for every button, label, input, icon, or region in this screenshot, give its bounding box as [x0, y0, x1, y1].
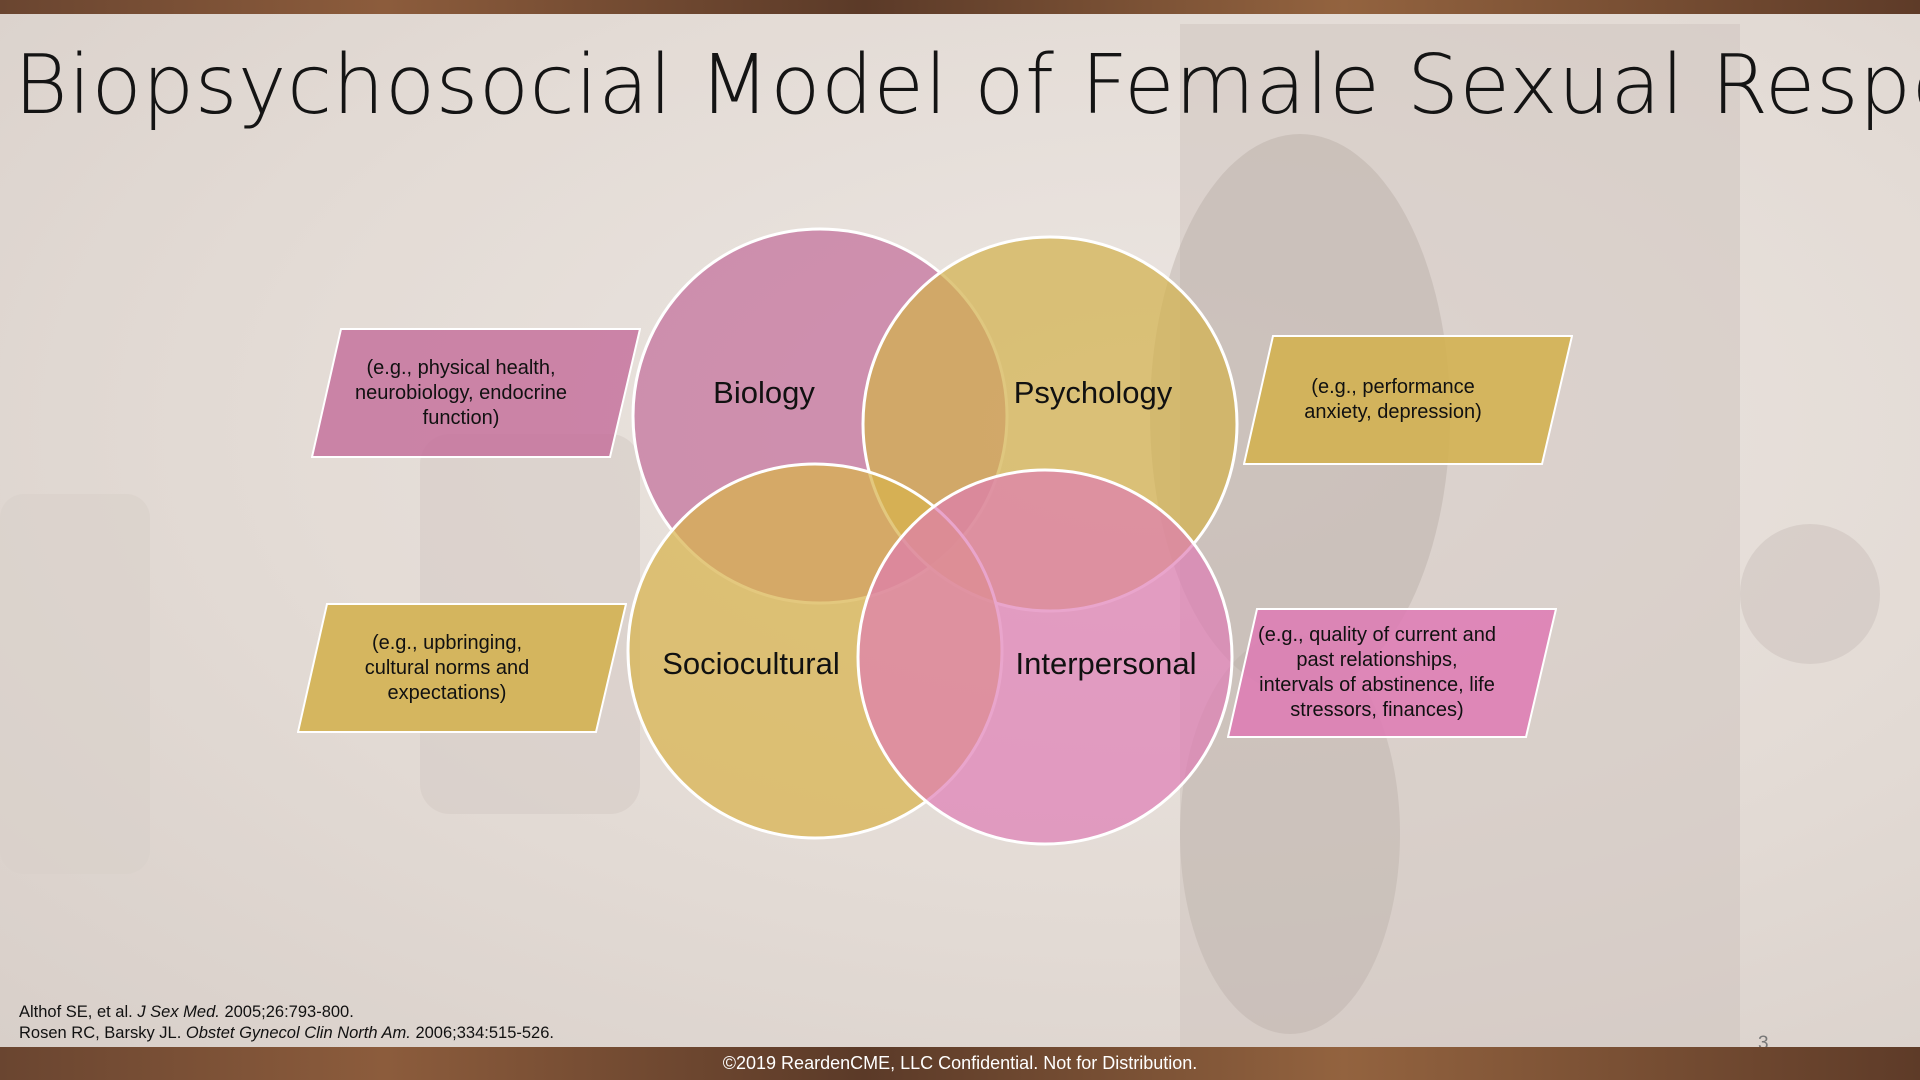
- slide-title: Biopsychosocial Model of Female Sexual R…: [14, 38, 1920, 133]
- biology-callout-text: (e.g., physical health, neurobiology, en…: [354, 356, 567, 429]
- slide: Biopsychosocial Model of Female Sexual R…: [0, 14, 1920, 1047]
- sociocultural-label: Sociocultural: [662, 646, 839, 681]
- sociocultural-callout-text: (e.g., upbringing, cultural norms and ex…: [364, 631, 530, 704]
- bottom-wood-border: [0, 1047, 1920, 1080]
- interpersonal-label: Interpersonal: [1016, 646, 1197, 681]
- sociocultural-callout: (e.g., upbringing, cultural norms and ex…: [297, 603, 627, 733]
- interpersonal-callout-text: (e.g., quality of current and past relat…: [1258, 624, 1496, 721]
- biology-callout: (e.g., physical health, neurobiology, en…: [311, 328, 641, 458]
- venn-diagram: Biology Psychology Sociocultural Interpe…: [626, 227, 1239, 846]
- page-number: 3: [1758, 1033, 1769, 1047]
- psychology-callout-text: (e.g., performance anxiety, depression): [1304, 376, 1482, 423]
- biology-label: Biology: [713, 375, 815, 410]
- reference-2: Rosen RC, Barsky JL. Obstet Gynecol Clin…: [19, 1024, 554, 1042]
- references: Althof SE, et al. J Sex Med. 2005;26:793…: [19, 1002, 554, 1044]
- interpersonal-callout: (e.g., quality of current and past relat…: [1227, 608, 1557, 738]
- psychology-label: Psychology: [1014, 375, 1173, 410]
- reference-1: Althof SE, et al. J Sex Med. 2005;26:793…: [19, 1003, 354, 1021]
- interpersonal-circle: [856, 468, 1234, 846]
- psychology-callout: (e.g., performance anxiety, depression): [1243, 335, 1573, 465]
- footer-text: ©2019 ReardenCME, LLC Confidential. Not …: [722, 1053, 1198, 1073]
- top-wood-border: [0, 0, 1920, 14]
